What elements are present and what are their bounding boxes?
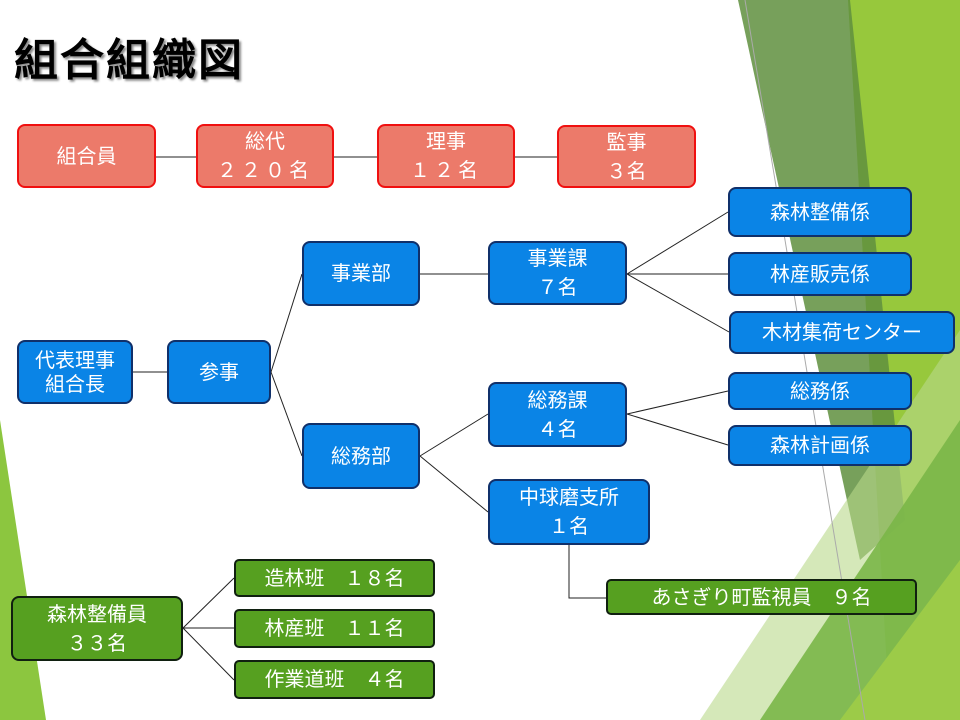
- node-label: 組合長: [45, 372, 105, 396]
- node-label: 林産班 １１名: [264, 616, 405, 640]
- node-count: １名: [549, 514, 589, 538]
- page-title: 組合組織図: [14, 35, 244, 86]
- node-general-affairs-unit: 総務係: [728, 372, 912, 410]
- node-label: 組合員: [56, 143, 117, 168]
- node-branch-office: 中球磨支所 １名: [488, 479, 650, 545]
- node-planting-team: 造林班 １８名: [234, 559, 435, 597]
- node-label: 代表理事: [35, 348, 115, 372]
- node-label: 総務部: [331, 443, 391, 468]
- node-label: 総務係: [790, 378, 850, 403]
- node-label: 木材集荷センター: [762, 320, 922, 344]
- node-directors: 理事 １２名: [377, 124, 515, 188]
- node-forest-planning-unit: 森林計画係: [728, 425, 912, 466]
- node-label: 事業部: [331, 261, 391, 285]
- node-label: あさぎり町監視員 ９名: [651, 584, 872, 609]
- node-count: ７名: [537, 275, 578, 299]
- node-count: １２名: [410, 158, 482, 182]
- node-president: 代表理事組合長: [17, 340, 133, 404]
- node-label: 事業課: [527, 246, 588, 270]
- node-road-team: 作業道班 ４名: [234, 660, 435, 699]
- node-auditors: 監事 ３名: [557, 125, 696, 188]
- node-forest-workers: 森林整備員 ３３名: [11, 596, 183, 661]
- node-timber-center: 木材集荷センター: [729, 311, 955, 354]
- node-count: ３３名: [67, 630, 127, 655]
- node-count: ２２０名: [217, 158, 313, 182]
- node-sanji: 参事: [167, 340, 271, 404]
- node-label: 監事: [606, 129, 647, 154]
- node-label: 林産販売係: [770, 261, 870, 286]
- node-label: 総代: [245, 129, 285, 153]
- node-count: ４名: [537, 416, 578, 441]
- node-label: 森林整備係: [770, 199, 870, 224]
- node-forest-maintenance-unit: 森林整備係: [728, 187, 912, 237]
- node-delegates: 総代 ２２０名: [196, 124, 334, 188]
- node-forest-products-team: 林産班 １１名: [234, 609, 435, 648]
- node-count: ３名: [606, 158, 647, 183]
- node-label: 総務課: [527, 387, 588, 412]
- node-town-monitors: あさぎり町監視員 ９名: [606, 579, 917, 615]
- node-business-dept: 事業部: [302, 241, 420, 306]
- node-label: 中球磨支所: [519, 485, 619, 509]
- node-label: 森林整備員: [47, 601, 147, 626]
- node-general-dept: 総務部: [302, 423, 420, 489]
- node-forest-sales-unit: 林産販売係: [728, 252, 912, 296]
- node-members: 組合員: [17, 124, 156, 188]
- node-label: 作業道班 ４名: [264, 667, 405, 691]
- node-label: 森林計画係: [770, 433, 870, 457]
- node-label: 理事: [426, 129, 466, 153]
- node-label: 参事: [199, 359, 239, 384]
- node-label: 造林班 １８名: [264, 565, 405, 590]
- node-business-section: 事業課 ７名: [488, 241, 627, 305]
- node-general-section: 総務課 ４名: [488, 382, 627, 447]
